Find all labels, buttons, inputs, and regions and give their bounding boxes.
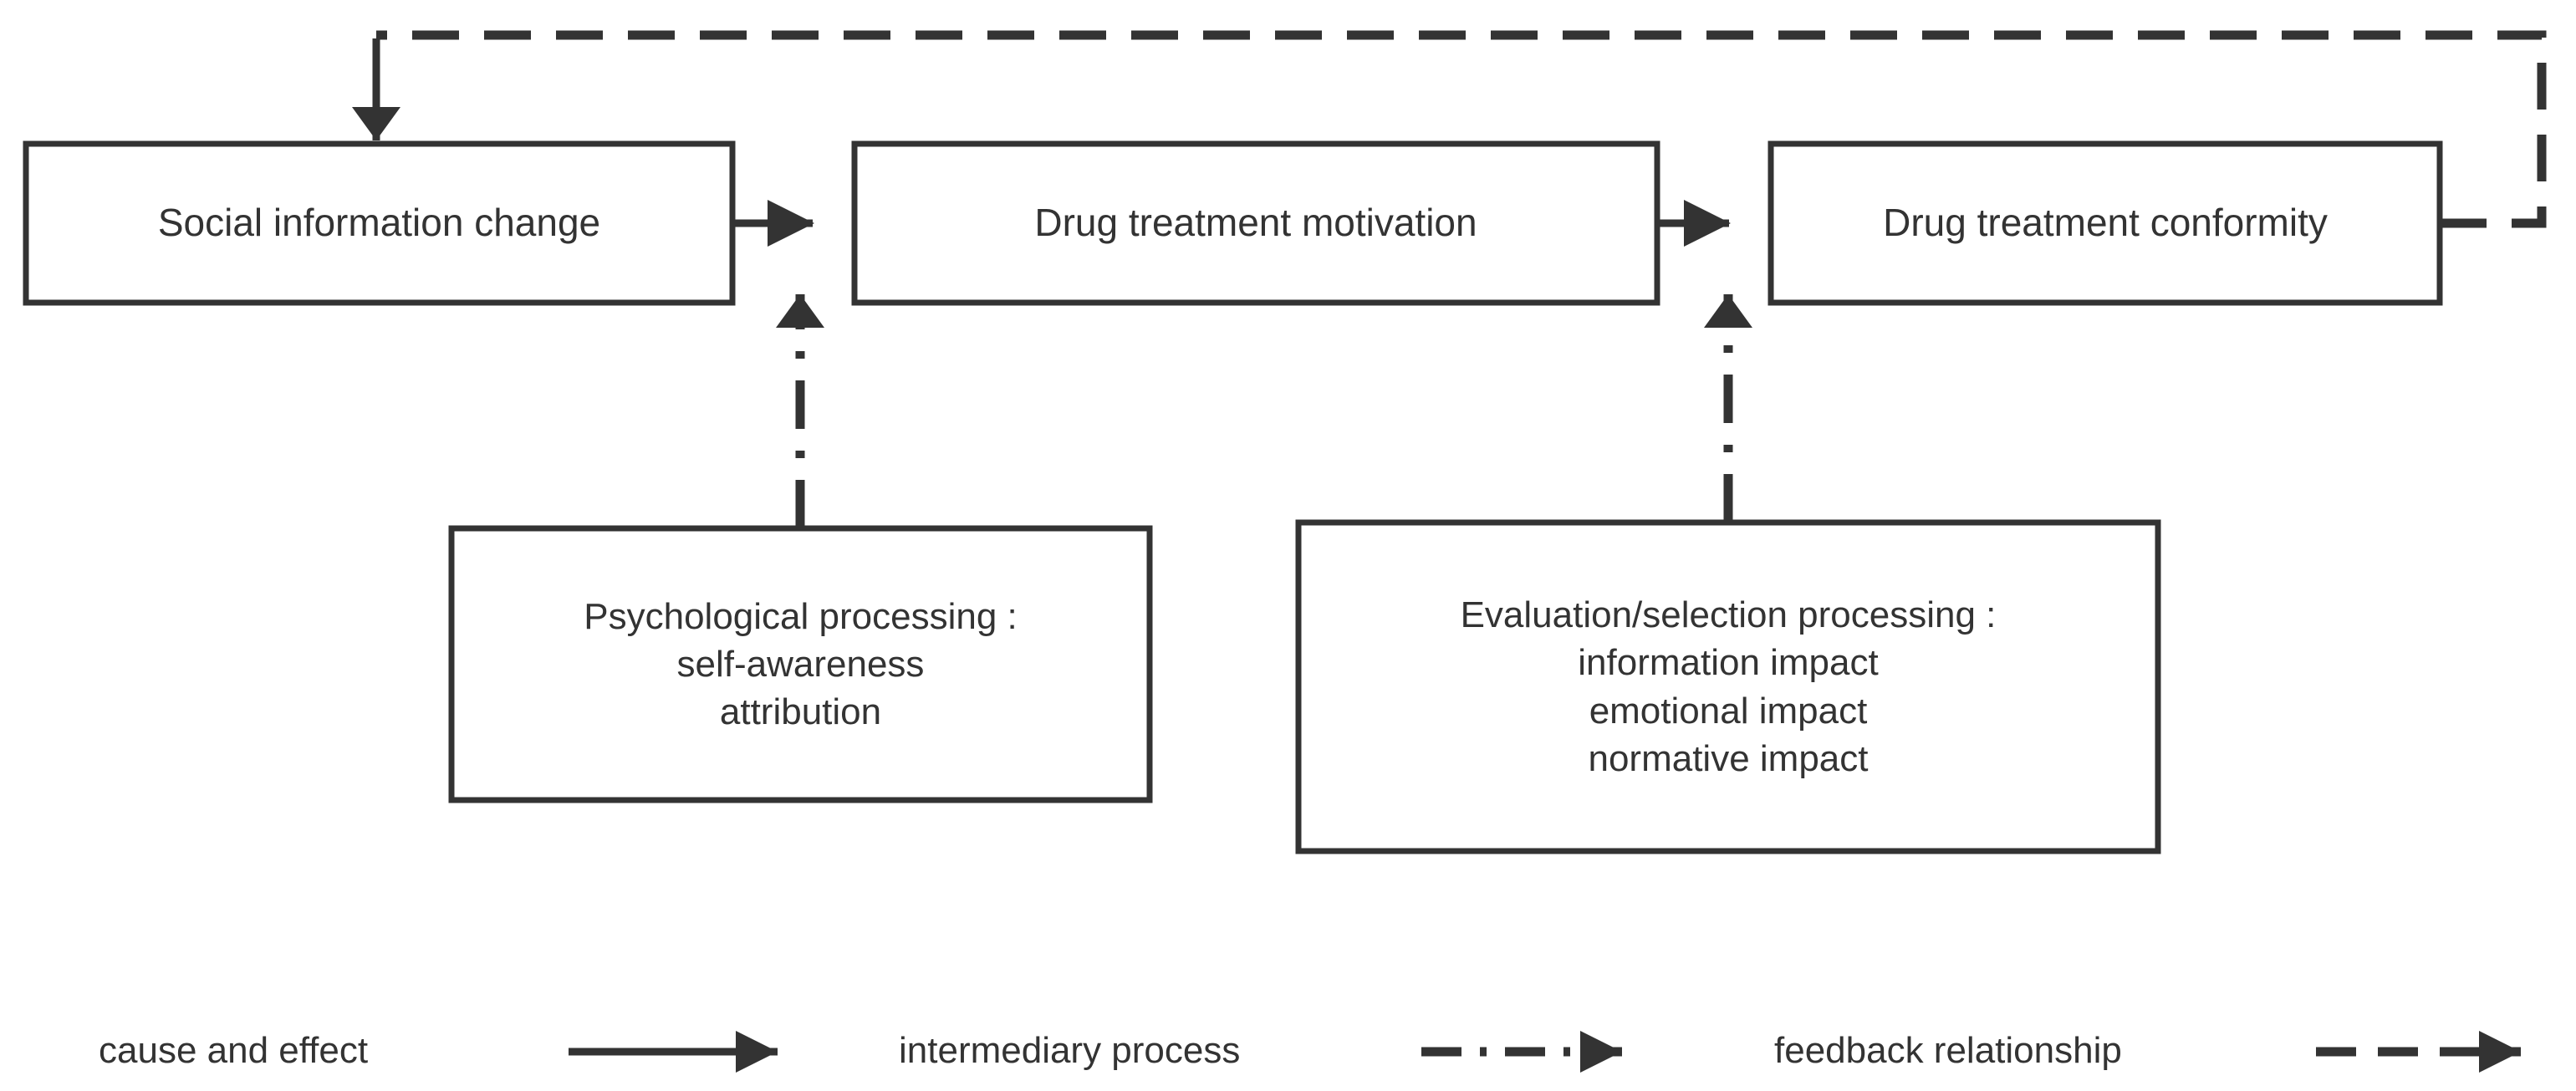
node-box-drug-treatment-conformity[interactable]	[1767, 140, 2443, 306]
node-box-drug-treatment-motivation[interactable]	[851, 140, 1660, 306]
node-box-evaluation-selection-processing[interactable]	[1295, 519, 2161, 854]
node-box-social-information-change[interactable]	[23, 140, 736, 306]
node-box-psychological-processing[interactable]	[448, 525, 1153, 803]
feedback-path	[376, 30, 2547, 228]
legend-label-cause-and-effect: cause and effect	[99, 1030, 369, 1071]
node-rectangles	[23, 140, 2443, 854]
legend-label-feedback-relationship: feedback relationship	[1774, 1030, 2122, 1071]
legend-label-intermediary-process: intermediary process	[899, 1030, 1241, 1071]
edge-feedback-conformity-to-change	[352, 30, 2547, 228]
